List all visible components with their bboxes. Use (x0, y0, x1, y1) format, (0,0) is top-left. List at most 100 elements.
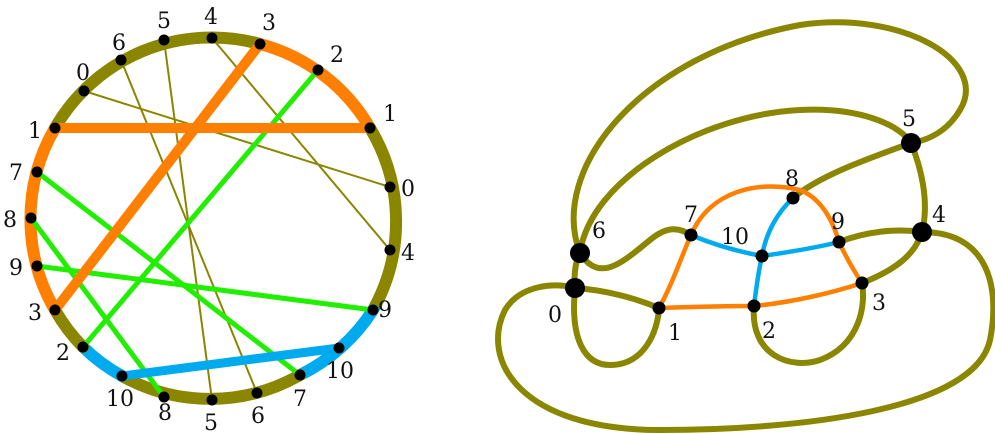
knot-label-10: 10 (721, 225, 749, 250)
chord-point-b5 (206, 394, 218, 406)
chord-label-b0: 0 (401, 177, 415, 202)
chord-point-b2 (77, 341, 89, 353)
chord-green-9-9 (36, 263, 374, 313)
knot-loop-inner-top (577, 106, 914, 256)
chord-label-a1: 1 (28, 119, 42, 144)
chord-label-a9: 9 (9, 256, 23, 281)
chord-label-b6: 6 (251, 404, 265, 429)
knot-node-8 (786, 191, 800, 205)
circle-arc-blue-bottom-left (77, 341, 128, 382)
knot-edge-blue-10-9 (759, 239, 842, 259)
chord-label-b8: 8 (158, 401, 172, 426)
knot-label-1: 1 (668, 321, 682, 346)
chord-point-b9 (367, 304, 379, 316)
chord-point-a8 (25, 212, 37, 224)
circle-arc-orange-top-right (254, 38, 376, 134)
chord-label-a4: 4 (204, 5, 218, 30)
knot-edge-2-3-loop (750, 280, 867, 366)
knot-node-2 (747, 299, 761, 313)
chord-point-b6 (251, 387, 263, 399)
knot-edge-orange-1-7 (656, 232, 694, 311)
knot-label-6: 6 (592, 219, 606, 244)
chord-point-b4 (384, 244, 396, 256)
chord-label-a10: 10 (106, 387, 134, 412)
chord-label-b2: 2 (56, 341, 70, 366)
chord-label-a0: 0 (76, 61, 90, 86)
chord-point-a7 (31, 166, 43, 178)
knot-edge-orange-1-2 (656, 303, 757, 311)
chord-olive-0-0 (83, 90, 391, 188)
chord-point-a3 (254, 38, 266, 50)
knot-edge-blue-10-2 (751, 253, 765, 309)
knot-edge-9-4 (836, 227, 925, 245)
knot-node-1 (652, 301, 666, 315)
chord-point-a2 (312, 64, 324, 76)
knot-node-10 (755, 249, 769, 263)
knot-label-9: 9 (831, 210, 845, 235)
knot-loop-bottom (495, 229, 995, 434)
knot-node-9 (832, 235, 846, 249)
knot-diagram: 0 6 1 2 3 4 5 7 8 9 10 (495, 19, 995, 434)
chord-point-b8 (158, 391, 170, 403)
chord-point-a4 (206, 32, 218, 44)
chord-label-a2: 2 (330, 43, 344, 68)
knot-edge-8-5 (790, 140, 914, 201)
knot-edge-3-4 (859, 229, 925, 286)
knot-label-3: 3 (872, 291, 886, 316)
chord-point-a5 (158, 34, 170, 46)
chord-blue-10-10 (121, 343, 340, 381)
chord-point-b0 (384, 181, 396, 193)
knot-label-2: 2 (762, 319, 776, 344)
chord-point-a6 (115, 54, 127, 66)
chord-label-a8: 8 (3, 208, 17, 233)
chord-green-7-7 (35, 170, 302, 377)
chord-label-a3: 3 (262, 11, 276, 36)
circle-arc-olive-right (364, 122, 403, 316)
chord-label-b1: 1 (383, 102, 397, 127)
knot-loop-outer-top (570, 19, 969, 256)
chord-point-a1 (49, 122, 61, 134)
chord-label-a6: 6 (112, 31, 126, 56)
chord-point-b3 (49, 304, 61, 316)
knot-label-0: 0 (548, 303, 562, 328)
chord-point-a0 (78, 85, 90, 97)
chord-label-b7: 7 (293, 387, 307, 412)
chord-point-a9 (31, 260, 43, 272)
chord-label-b10: 10 (326, 359, 354, 384)
chord-point-b7 (294, 369, 306, 381)
chord-point-b1 (364, 122, 376, 134)
chord-orange-3-3 (51, 40, 264, 314)
chord-label-b3: 3 (28, 301, 42, 326)
chord-label-a5: 5 (157, 9, 171, 34)
circle-arc-olive-top (49, 31, 266, 134)
knot-node-7 (684, 228, 698, 242)
knot-node-4 (912, 222, 932, 242)
chord-green-8-8 (28, 216, 167, 399)
chord-green-2-2 (81, 68, 320, 349)
chord-label-b4: 4 (401, 241, 415, 266)
chord-point-b10 (333, 342, 345, 354)
chord-label-b9: 9 (378, 298, 392, 323)
knot-edge-4-5 (908, 140, 928, 235)
knot-label-8: 8 (785, 167, 799, 192)
chord-point-a10 (116, 370, 128, 382)
knot-edge-0-1 (572, 285, 662, 311)
knot-edge-6-7 (577, 226, 694, 272)
knot-edge-blue-10-8 (759, 195, 796, 259)
knot-node-0 (565, 278, 585, 298)
knot-edge-orange-7-9 (688, 184, 842, 245)
chord-label-b5: 5 (204, 411, 218, 434)
knot-edge-orange-2-3 (751, 280, 865, 309)
knot-label-7: 7 (684, 203, 698, 228)
knot-label-5: 5 (902, 107, 916, 132)
knot-label-4: 4 (932, 203, 946, 228)
chord-olive-6-6 (120, 59, 258, 394)
knot-node-6 (570, 243, 590, 263)
knot-node-3 (855, 276, 869, 290)
knot-node-5 (901, 133, 921, 153)
knot-edge-0-1-loop (571, 285, 662, 369)
knot-edge-orange-3-9 (836, 239, 865, 286)
chord-diagram: 0 6 5 4 3 2 1 0 4 9 10 7 6 5 8 10 2 3 9 … (3, 5, 415, 434)
